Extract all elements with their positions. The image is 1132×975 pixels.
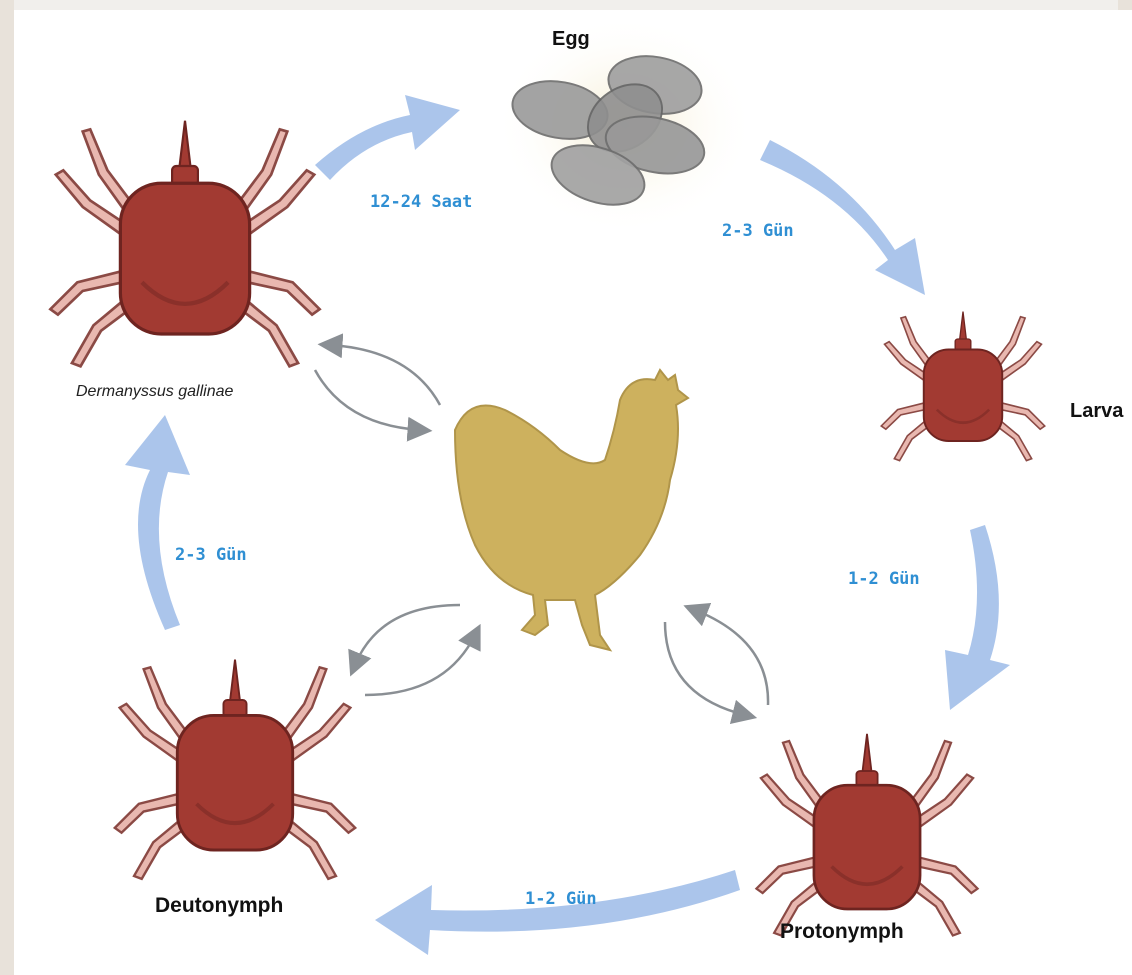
protonymph-label: Protonymph — [780, 920, 904, 943]
duration-egg-to-larva: 2-3 Gün — [722, 221, 794, 241]
species-label: Dermanyssus gallinae — [76, 383, 234, 400]
duration-protonymph-to-deutonymph: 1-2 Gün — [525, 889, 597, 909]
deutonymph-label: Deutonymph — [155, 894, 283, 917]
larva-label: Larva — [1070, 400, 1124, 422]
egg-cluster-icon — [495, 15, 755, 235]
duration-deutonymph-to-adult: 2-3 Gün — [175, 545, 247, 565]
duration-larva-to-protonymph: 1-2 Gün — [848, 569, 920, 589]
duration-adult-to-egg: 12-24 Saat — [370, 192, 472, 212]
egg-label: Egg — [552, 28, 590, 50]
